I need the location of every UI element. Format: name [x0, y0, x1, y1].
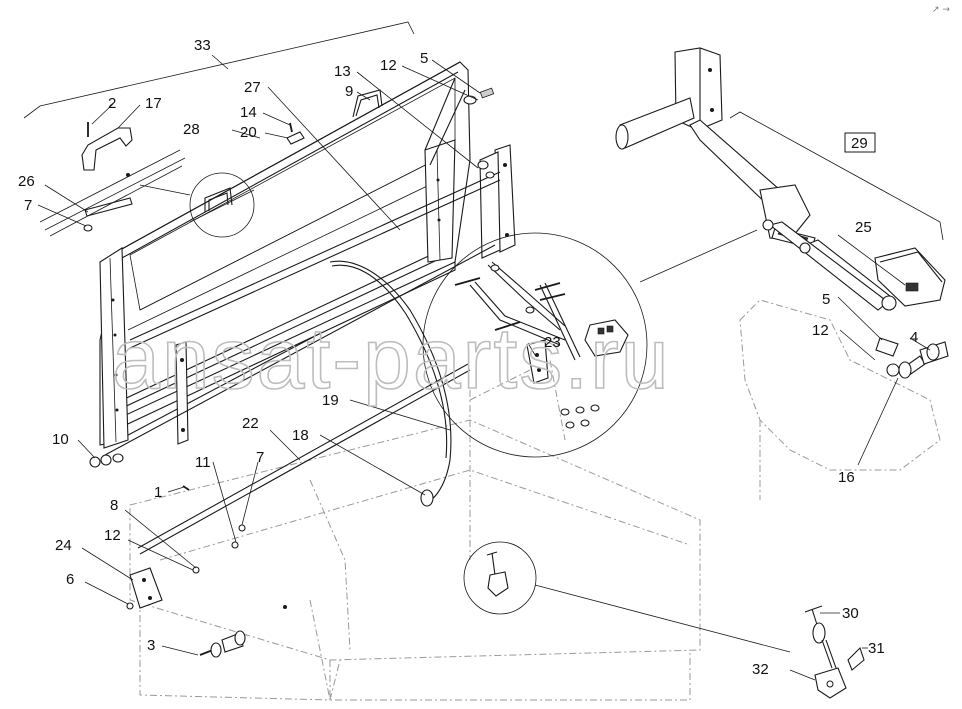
callout-12c: 12 [104, 527, 121, 544]
latch-pin-parts [804, 605, 865, 699]
lower-left-hardware [126, 485, 287, 658]
callout-32: 32 [752, 661, 769, 678]
detail-circle-handle [189, 172, 255, 238]
tailgate-panel [89, 61, 471, 468]
lever-assembly [615, 47, 946, 311]
callout-14: 14 [240, 104, 257, 121]
callout-31: 31 [868, 640, 885, 657]
callout-17: 17 [145, 95, 162, 112]
callout-24: 24 [55, 537, 72, 554]
callout-7a: 7 [24, 197, 32, 214]
callout-12a: 12 [380, 57, 397, 74]
callout-13: 13 [334, 63, 351, 80]
callout-30: 30 [842, 605, 859, 622]
callout-27: 27 [244, 79, 261, 96]
callout-5b: 5 [822, 291, 830, 308]
callout-6: 6 [66, 571, 74, 588]
clip-14-20 [286, 122, 305, 145]
callout-29: 29 [851, 135, 868, 152]
callout-8: 8 [110, 497, 118, 514]
handle-17-assembly [39, 122, 186, 237]
watermark: ansat-parts.ru [112, 311, 671, 407]
callout-5a: 5 [420, 50, 428, 67]
callout-33: 33 [194, 37, 211, 54]
group-bracket-33 [23, 21, 415, 119]
callout-2: 2 [108, 95, 116, 112]
callout-28: 28 [183, 121, 200, 138]
callout-3: 3 [147, 637, 155, 654]
callout-labels: 33 2 17 28 14 20 27 13 12 5 9 26 7 29 25… [18, 37, 918, 678]
callout-7b: 7 [256, 449, 264, 466]
detail-circle-pin [463, 541, 537, 615]
callout-10: 10 [52, 431, 69, 448]
detail-circle-latch [422, 232, 648, 458]
callout-25: 25 [855, 219, 872, 236]
callout-23: 23 [544, 334, 561, 351]
callout-4: 4 [910, 329, 918, 346]
leader-lines [37, 59, 931, 681]
leader-pin-detail [534, 584, 791, 653]
cable-19 [329, 260, 452, 507]
callout-20: 20 [240, 124, 257, 141]
callout-12b: 12 [812, 322, 829, 339]
callout-16: 16 [838, 469, 855, 486]
callout-11: 11 [195, 454, 211, 471]
right-fasteners [875, 337, 949, 379]
callout-19: 19 [322, 392, 339, 409]
rod-22 [137, 363, 471, 555]
corner-mark: ↗ → [932, 5, 950, 15]
leader-handle-detail [139, 184, 191, 196]
callout-9: 9 [345, 83, 353, 100]
callout-1: 1 [154, 484, 162, 501]
leader-detail-to-lever [639, 229, 758, 283]
rear-post [104, 144, 516, 456]
callout-29-box: 29 [844, 132, 876, 153]
callout-18: 18 [292, 427, 309, 444]
vehicle-body-outline [129, 299, 941, 701]
callout-26: 26 [18, 173, 35, 190]
callout-22: 22 [242, 415, 259, 432]
